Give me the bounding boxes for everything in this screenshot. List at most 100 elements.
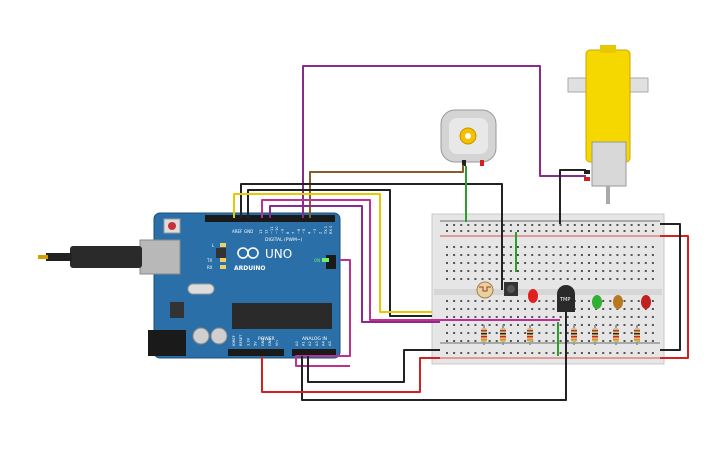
terminal-hole — [630, 332, 633, 334]
terminal-hole — [488, 254, 491, 256]
terminal-hole — [651, 270, 654, 272]
terminal-hole — [630, 300, 633, 302]
wire-yellow[interactable] — [233, 193, 432, 313]
terminal-hole — [509, 254, 512, 256]
resistor[interactable] — [527, 328, 533, 342]
resistor[interactable] — [613, 328, 619, 342]
rail-hole — [488, 352, 491, 354]
terminal-hole — [580, 300, 583, 302]
terminal-hole — [524, 332, 527, 334]
rail-hole — [488, 340, 491, 342]
terminal-hole — [602, 270, 605, 272]
rail-hole — [630, 352, 633, 354]
rail-hole — [481, 352, 484, 354]
rail-hole — [474, 340, 477, 342]
resistor-band — [500, 330, 506, 332]
rail-hole — [623, 340, 626, 342]
rail-hole — [588, 230, 590, 232]
wire-black-2[interactable] — [247, 189, 432, 317]
terminal-hole — [502, 246, 505, 248]
terminal-hole — [545, 332, 548, 334]
pin-label: ~6 — [297, 228, 301, 234]
led-red-2[interactable] — [641, 295, 651, 309]
temperature-sensor[interactable]: TMP — [557, 285, 575, 312]
terminal-hole — [588, 246, 590, 248]
terminal-hole — [566, 332, 569, 334]
terminal-hole — [446, 316, 448, 318]
arduino-uno[interactable]: ARDUINO UNO DIGITAL (PWM~) AREF GND POWE… — [38, 212, 341, 359]
terminal-hole — [467, 332, 470, 334]
rail-hole — [566, 340, 569, 342]
terminal-hole — [651, 262, 654, 264]
reset-button-cap[interactable] — [168, 222, 176, 230]
resistor-band — [571, 339, 577, 341]
resistor[interactable] — [634, 328, 640, 342]
terminal-hole — [446, 300, 448, 302]
terminal-hole — [588, 316, 590, 318]
terminal-hole — [644, 316, 647, 318]
rail-hole — [538, 352, 541, 354]
terminal-hole — [453, 270, 456, 272]
terminal-hole — [453, 308, 456, 310]
wire-magenta-1[interactable] — [261, 199, 560, 321]
terminal-hole — [588, 308, 590, 310]
rail-hole — [467, 340, 470, 342]
terminal-hole — [474, 316, 477, 318]
rail-hole — [651, 352, 654, 354]
pushbutton-cap[interactable] — [507, 285, 515, 293]
gear-motor[interactable] — [567, 45, 649, 204]
terminal-hole — [651, 332, 654, 334]
wire-purple-gear-motor[interactable] — [302, 65, 586, 218]
terminal-hole — [630, 270, 633, 272]
led-green[interactable] — [592, 295, 602, 309]
terminal-hole — [531, 308, 534, 310]
wire-purple-2[interactable] — [269, 205, 440, 323]
terminal-hole — [481, 324, 484, 326]
photoresistor[interactable] — [476, 281, 494, 299]
terminal-hole — [481, 278, 484, 280]
terminal-hole — [481, 246, 484, 248]
dc-motor-shaft-center — [465, 133, 471, 139]
crystal — [187, 283, 215, 295]
digital-label: DIGITAL (PWM~) — [265, 237, 303, 243]
wire-brown-dc-motor[interactable] — [309, 165, 464, 218]
wire-black-bottom[interactable] — [307, 349, 440, 383]
rail-hole — [623, 224, 626, 226]
terminal-hole — [588, 300, 590, 302]
resistors — [481, 325, 640, 345]
wire-black-top[interactable] — [240, 183, 503, 290]
resistor[interactable] — [481, 328, 487, 342]
terminal-hole — [559, 254, 562, 256]
terminal-hole — [517, 278, 519, 280]
resistor[interactable] — [592, 328, 598, 342]
wire-magenta-analog[interactable] — [295, 259, 351, 367]
terminal-hole — [644, 324, 647, 326]
resistor[interactable] — [571, 328, 577, 342]
terminal-hole — [467, 254, 470, 256]
terminal-hole — [595, 308, 598, 310]
dc-motor[interactable] — [440, 109, 497, 166]
terminal-hole — [481, 262, 484, 264]
terminal-hole — [495, 246, 498, 248]
resistor-band — [481, 333, 487, 335]
led-orange[interactable] — [613, 295, 623, 309]
wire-black-gear-motor[interactable] — [559, 169, 586, 224]
terminal-hole — [644, 308, 647, 310]
rail-hole — [545, 230, 548, 232]
resistor[interactable] — [500, 328, 506, 342]
led-red-1[interactable] — [528, 289, 538, 303]
wire-red-rail[interactable] — [660, 235, 689, 359]
wire-black-rail[interactable] — [660, 223, 681, 351]
pushbutton[interactable] — [504, 282, 518, 296]
rail-hole — [509, 230, 512, 232]
arduino-logo-icon — [237, 247, 259, 259]
rail-hole — [460, 340, 463, 342]
wire-red-5v[interactable] — [261, 356, 440, 393]
rail-hole — [602, 340, 605, 342]
terminal-hole — [616, 246, 619, 248]
photoresistor-body — [476, 281, 494, 299]
breadboard[interactable] — [431, 213, 665, 365]
wire-black-tmp[interactable] — [301, 312, 567, 401]
resistor-band — [571, 333, 577, 335]
